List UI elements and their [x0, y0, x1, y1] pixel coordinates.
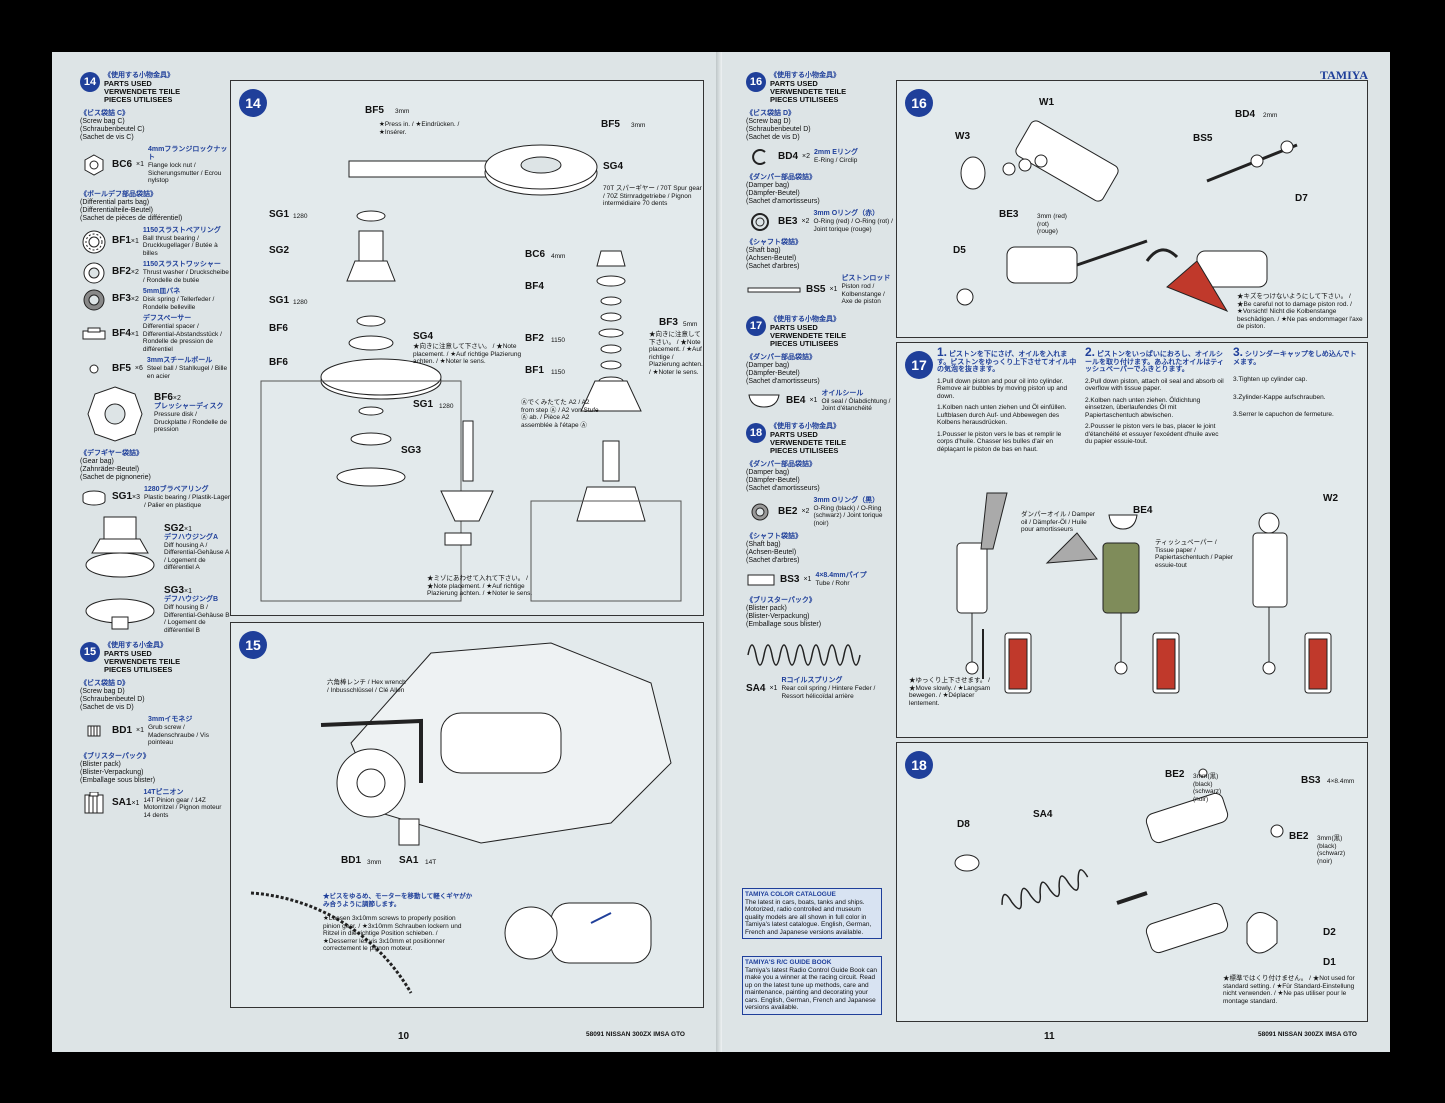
step-badge-17: 17 [746, 315, 766, 336]
pinion-gear-icon [80, 791, 108, 815]
step-badge-17-main: 17 [905, 351, 933, 379]
step14-panel: 14 [230, 80, 704, 616]
step15-diagram [250, 642, 672, 994]
disk-spring-icon [80, 289, 108, 311]
step15-panel: 15 六角棒レンチ / Hex wrench / Inbusschlüssel … [230, 622, 704, 1008]
step17-panel: 17 1. ピストンを下にさげ、オイルを入れます。ピストンをゆっくり上下させてオ… [896, 342, 1368, 738]
bag-screw-d-16: 《ビス袋詰 D》 (Screw bag D) (Schraubenbeutel … [746, 110, 811, 141]
bearing-icon [80, 230, 108, 254]
plastic-bearing-icon [80, 487, 108, 509]
o-ring-icon [746, 211, 774, 233]
diff-housing-a-icon [80, 513, 160, 583]
parts-header-18: 18 《使用する小物金具》 PARTS USED VERWENDETE TEIL… [746, 422, 896, 455]
steel-ball-icon [80, 358, 108, 380]
step-badge-14: 14 [80, 72, 100, 92]
oil-seal-icon [746, 390, 782, 412]
bag-shaft-16: 《シャフト袋詰》 (Shaft bag) (Achsen-Beutel) (Sa… [746, 239, 802, 270]
bag-damper-16: 《ダンパー部品袋詰》 (Damper bag) (Dämpfer-Beutel)… [746, 174, 820, 205]
step-badge-18: 18 [746, 422, 766, 443]
footer-model-right: 58091 NISSAN 300ZX IMSA GTO [1258, 1031, 1357, 1038]
step14-diagram [260, 144, 682, 602]
tube-icon [746, 569, 776, 591]
step17-instruction-3: 3. シリンダーキャップをしめ込んでトメます。 3.Tighten up cyl… [1233, 345, 1357, 418]
step16-panel: 16 W1 W3 BE3 3mm (red) (rot) (rouge) BD4… [896, 80, 1368, 338]
bag-damper-17: 《ダンパー部品袋詰》 (Damper bag) (Dämpfer-Beutel)… [746, 353, 820, 385]
bag-screw-c: 《ビス袋詰 C》 (Screw bag C) (Schraubenbeutel … [80, 110, 145, 141]
bag-shaft-18: 《シャフト袋詰》 (Shaft bag) (Achsen-Beutel) (Sa… [746, 533, 802, 564]
parts-header-15: 15 《使用する小金具》 PARTS USED VERWENDETE TEILE… [80, 642, 230, 674]
pressure-disk-icon [80, 384, 150, 444]
step16-diagram [956, 120, 1298, 313]
step17-diagram [956, 492, 1332, 694]
step-badge-15: 15 [80, 642, 100, 662]
catalogue-box: TAMIYA COLOR CATALOGUE The latest in car… [742, 888, 882, 939]
o-ring-black-icon [746, 501, 774, 523]
parts-header-17: 17 《使用する小物金具》 PARTS USED VERWENDETE TEIL… [746, 315, 896, 348]
hex-nut-icon [80, 154, 108, 176]
page-left: 14 《使用する小物金具》 PARTS USED VERWENDETE TEIL… [52, 52, 722, 1052]
bag-damper-18: 《ダンパー部品袋詰》 (Damper bag) (Dämpfer-Beutel)… [746, 460, 820, 492]
guidebook-box: TAMIYA'S R/C GUIDE BOOK Tamiya's latest … [742, 956, 882, 1015]
bag-blister-18: 《ブリスターパック》 (Blister pack) (Blister-Verpa… [746, 597, 822, 628]
bag-screw-d: 《ビス袋詰 D》 (Screw bag D) (Schraubenbeutel … [80, 680, 145, 711]
spacer-icon [80, 323, 108, 345]
brand-logo: TAMIYA [1319, 68, 1368, 82]
step-badge-18-main: 18 [905, 751, 933, 779]
bag-gear: 《デフギヤー袋詰》 (Gear bag) (Zahnräder-Beutel) … [80, 450, 151, 481]
parts-header-16: 16 《使用する小物金具》 PARTS USED VERWENDETE TEIL… [746, 72, 896, 104]
step-badge-14-main: 14 [239, 89, 267, 117]
page-right: TAMIYA 16 《使用する小物金具》 PARTS USED VERWENDE… [722, 52, 1390, 1052]
footer-model-left: 58091 NISSAN 300ZX IMSA GTO [586, 1031, 685, 1038]
bag-blister-15: 《ブリスターパック》 (Blister pack) (Blister-Verpa… [80, 752, 156, 784]
part-be3: BE3×2 3mm Oリング（赤）O-Ring (red) / O-Ring (… [746, 210, 896, 233]
parts-sidebar-left: 14 《使用する小物金具》 PARTS USED VERWENDETE TEIL… [80, 72, 230, 823]
step18-panel: 18 BE2 3mm(黒) (black) (schwarz) (noir) B… [896, 742, 1368, 1022]
step18-diagram [954, 768, 1284, 954]
parts-header-14: 14 《使用する小物金具》 PARTS USED VERWENDETE TEIL… [80, 72, 230, 104]
step17-instruction-2: 2. ピストンをいっぱいにおろし、オイルシールを取り付けます。あふれたオイルはテ… [1085, 345, 1224, 445]
page-number-left: 10 [398, 1031, 410, 1042]
bag-differential: 《ボールデフ部品袋詰》 (Differential parts bag) (Di… [80, 190, 183, 222]
step-badge-16-main: 16 [905, 89, 933, 117]
step-badge-16: 16 [746, 72, 766, 92]
piston-rod-icon [746, 279, 802, 301]
coil-spring-icon [747, 644, 861, 666]
e-ring-icon [746, 146, 774, 168]
step17-instruction-1: 1. ピストンを下にさげ、オイルを入れます。ピストンをゆっくり上下させてオイル中… [937, 345, 1077, 453]
grub-screw-icon [80, 720, 108, 742]
part-be2: BE2×2 3mm Oリング（黒）O-Ring (black) / O-Ring… [746, 497, 896, 528]
diff-housing-b-icon [80, 591, 160, 631]
parts-sidebar-right: 16 《使用する小物金具》 PARTS USED VERWENDETE TEIL… [746, 72, 896, 700]
page-number-right: 11 [1044, 1031, 1055, 1042]
step-badge-15-main: 15 [239, 631, 267, 659]
washer-icon [80, 262, 108, 284]
